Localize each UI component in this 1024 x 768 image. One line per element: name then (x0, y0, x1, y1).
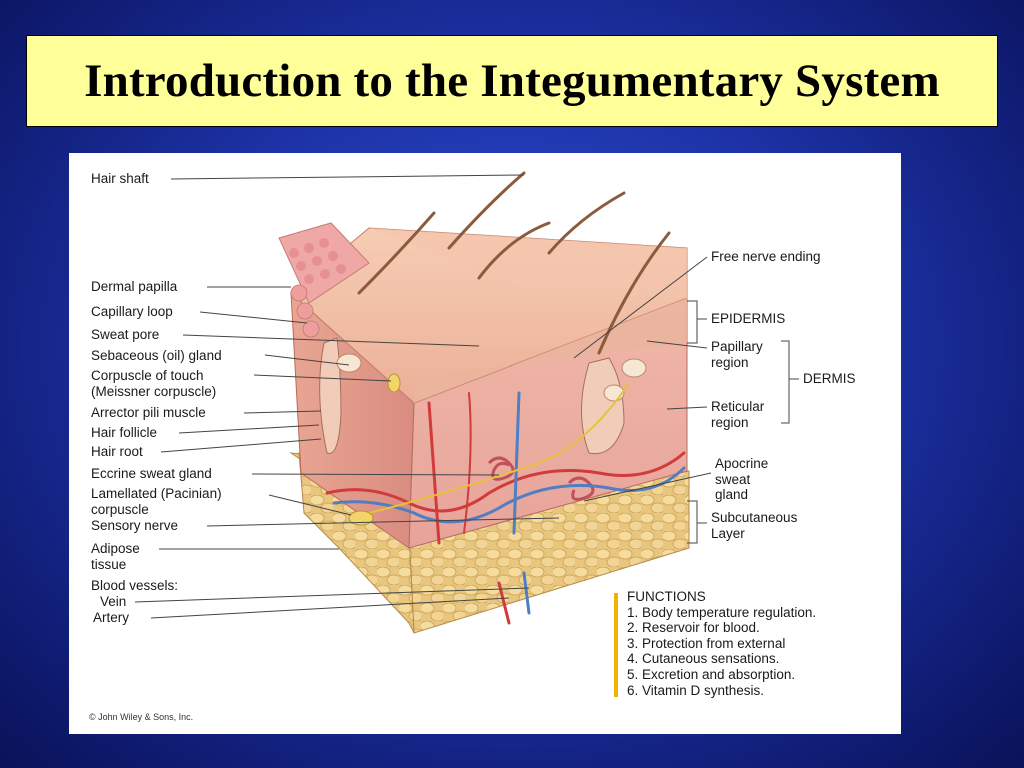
function-item: 3. Protection from external (627, 635, 786, 651)
copyright: © John Wiley & Sons, Inc. (89, 712, 194, 722)
label-free-nerve-ending: Free nerve ending (711, 249, 821, 264)
function-item: 2. Reservoir for blood. (627, 620, 760, 636)
label-capillary-loop: Capillary loop (91, 304, 173, 319)
label-eccrine-gland: Eccrine sweat gland (91, 466, 212, 481)
function-item: 5. Excretion and absorption. (627, 666, 796, 682)
label-papillary-region: Papillary region (711, 339, 763, 370)
functions-heading: FUNCTIONS (627, 589, 706, 604)
skin-illustration (134, 171, 799, 634)
label-apocrine-gland: Apocrine sweat gland (715, 456, 769, 502)
skin-diagram: Hair shaft Dermal papilla Capillary loop… (69, 153, 901, 734)
label-epidermis: EPIDERMIS (711, 311, 786, 326)
label-corpuscle-touch: Corpuscle of touch (Meissner corpuscle) (91, 368, 217, 399)
label-blood-vessels: Blood vessels: (91, 578, 179, 593)
label-reticular-region: Reticular region (711, 399, 765, 430)
function-item: 6. Vitamin D synthesis. (627, 682, 765, 698)
label-sensory-nerve: Sensory nerve (91, 518, 179, 533)
label-subcutaneous-layer: Subcutaneous Layer (711, 510, 798, 541)
functions-list: FUNCTIONS 1. Body temperature regulation… (627, 589, 816, 698)
label-arrector-pili: Arrector pili muscle (91, 405, 206, 420)
function-item: 1. Body temperature regulation. (627, 604, 817, 620)
slide-title: Introduction to the Integumentary System (84, 55, 940, 107)
label-adipose-tissue: Adipose tissue (91, 541, 140, 572)
function-item: 4. Cutaneous sensations. (627, 651, 780, 667)
label-dermis: DERMIS (803, 371, 856, 386)
label-lamellated-corpuscle: Lamellated (Pacinian) corpuscle (91, 486, 222, 517)
label-hair-shaft: Hair shaft (91, 171, 149, 186)
label-sweat-pore: Sweat pore (91, 327, 160, 342)
label-sebaceous-gland: Sebaceous (oil) gland (91, 348, 222, 363)
title-box: Introduction to the Integumentary System (26, 35, 998, 127)
label-hair-root: Hair root (91, 444, 143, 459)
label-hair-follicle: Hair follicle (91, 425, 158, 440)
functions-bar (614, 593, 618, 697)
label-dermal-papilla: Dermal papilla (91, 279, 178, 294)
label-artery: Artery (93, 610, 130, 625)
label-vein: Vein (100, 594, 127, 609)
